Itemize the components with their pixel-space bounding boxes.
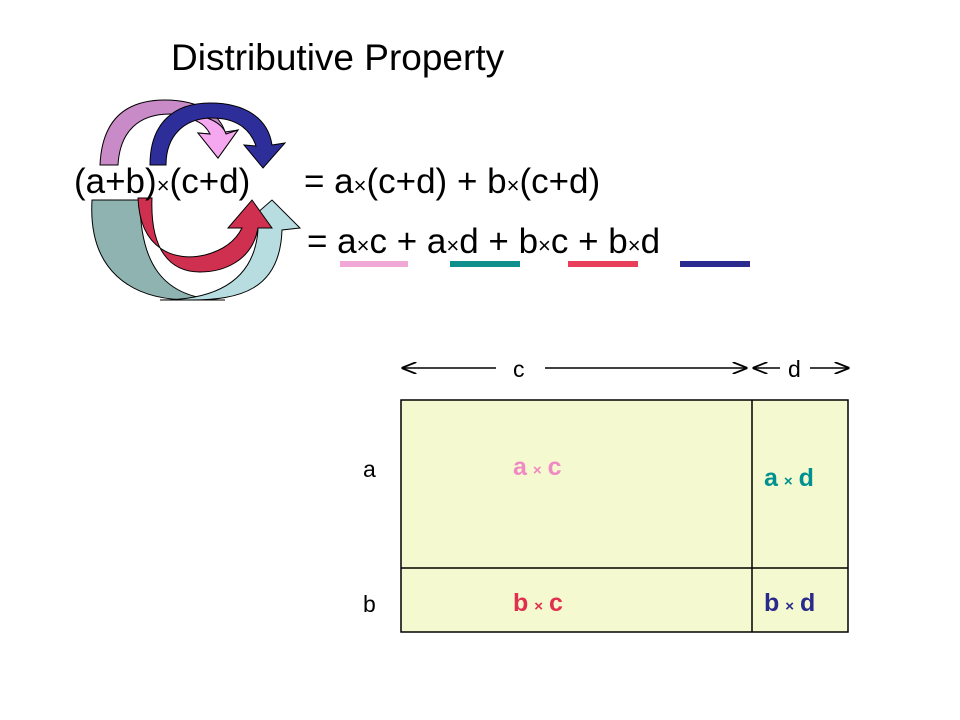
eq-text: (a+b)×(c+d) xyxy=(74,162,251,201)
eq-text: = a×(c+d) + b×(c+d) xyxy=(304,162,601,201)
cell-left: a xyxy=(513,453,527,481)
arrow-b-to-c xyxy=(137,197,273,273)
cell-a-times-c: a × c xyxy=(513,453,562,485)
cell-op: × xyxy=(783,473,793,490)
cell-b-times-c: b × c xyxy=(513,589,563,621)
eq-text: = a×c + a×d + b×c + b×d xyxy=(307,222,661,261)
cell-b-times-d: b × d xyxy=(764,589,815,621)
cell-left: b xyxy=(513,589,529,617)
row-label-b: b xyxy=(363,591,376,617)
cell-op: × xyxy=(534,598,544,615)
underline-bd xyxy=(680,261,750,267)
cell-left: b xyxy=(764,589,780,617)
cell-right: d xyxy=(800,589,816,617)
page-title: Distributive Property xyxy=(171,37,505,78)
underline-ad xyxy=(450,261,520,267)
dimension-label-c: c xyxy=(513,356,525,382)
arrow-a-to-d xyxy=(149,102,287,169)
cell-left: a xyxy=(764,464,778,492)
cell-a-times-d: a × d xyxy=(764,464,814,496)
cell-op: × xyxy=(532,462,542,479)
equation-line1-right: = a×(c+d) + b×(c+d) xyxy=(304,162,600,206)
cell-right: c xyxy=(549,589,563,617)
cell-op: × xyxy=(785,598,795,615)
area-rectangle xyxy=(400,399,849,633)
underline-ac xyxy=(340,261,408,267)
equation-line2: = a×c + a×d + b×c + b×d xyxy=(307,222,660,266)
dimension-label-d: d xyxy=(788,356,801,382)
arrow-b-to-d-dark xyxy=(91,199,226,301)
underline-bc xyxy=(568,261,638,267)
row-label-a: a xyxy=(363,456,376,482)
cell-right: c xyxy=(547,453,562,481)
equation-line1-left: (a+b)×(c+d) xyxy=(74,162,250,206)
cell-right: d xyxy=(798,464,814,492)
